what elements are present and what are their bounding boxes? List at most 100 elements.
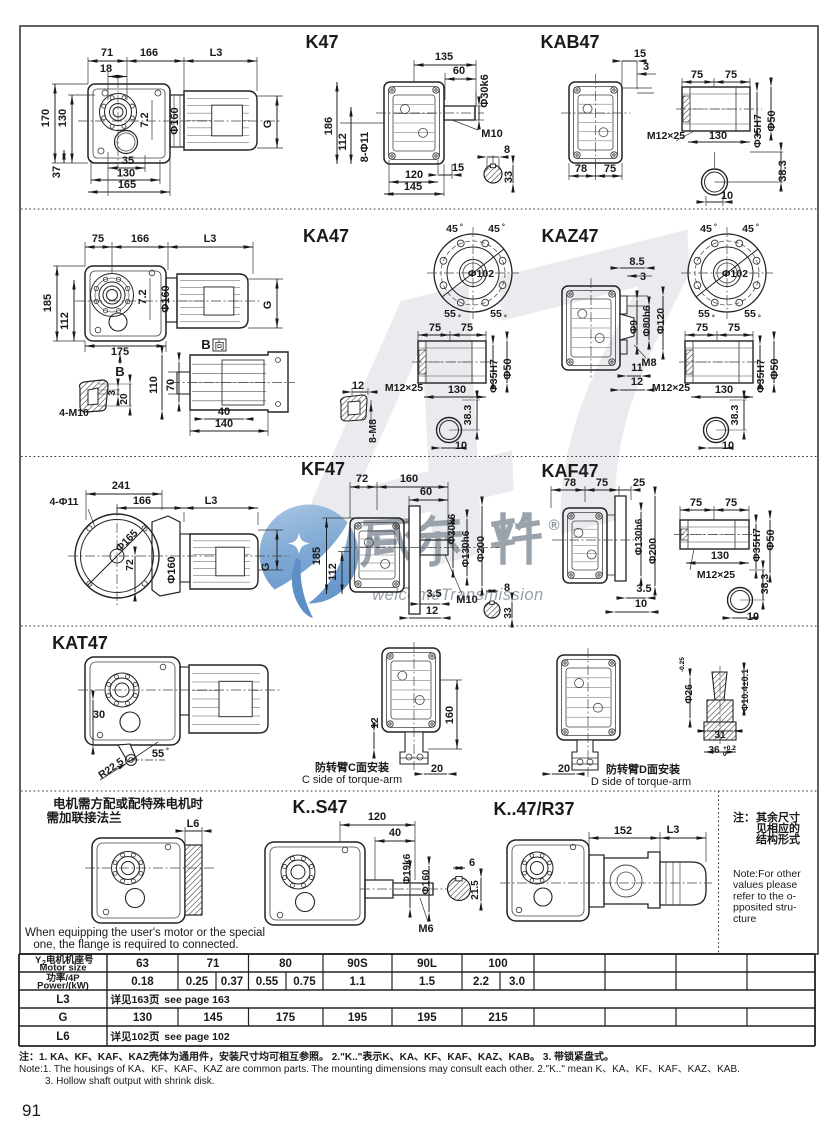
- svg-text:45: 45: [488, 223, 500, 235]
- svg-text:160: 160: [400, 473, 418, 485]
- svg-text:35: 35: [122, 155, 134, 167]
- svg-text:75: 75: [691, 69, 703, 81]
- svg-text:1.5: 1.5: [419, 976, 436, 988]
- svg-text:电机需方配或配特殊电机时: 电机需方配或配特殊电机时: [53, 796, 204, 811]
- svg-text:186: 186: [323, 117, 335, 135]
- svg-text:KF47: KF47: [301, 459, 345, 479]
- svg-text:详见102页: 详见102页: [110, 1030, 160, 1043]
- svg-text:2: 2: [42, 960, 46, 967]
- svg-text:°: °: [166, 747, 169, 755]
- svg-text:Φ10.4±0.1: Φ10.4±0.1: [740, 669, 750, 711]
- svg-text:Φ35H7: Φ35H7: [752, 114, 764, 148]
- svg-text:4-Φ11: 4-Φ11: [49, 496, 78, 508]
- svg-text:38.3: 38.3: [759, 574, 771, 595]
- svg-text:3: 3: [643, 61, 649, 73]
- svg-text:90L: 90L: [417, 958, 437, 970]
- svg-text:M6: M6: [418, 923, 433, 935]
- svg-text:Motor size: Motor size: [40, 963, 87, 974]
- svg-text:15: 15: [452, 162, 464, 174]
- svg-text:45: 45: [446, 223, 458, 235]
- svg-text:10: 10: [635, 598, 647, 610]
- svg-text:175: 175: [276, 1012, 296, 1024]
- svg-text:KA47: KA47: [303, 226, 349, 246]
- svg-text:+0.2: +0.2: [723, 745, 736, 752]
- svg-text:20: 20: [558, 763, 570, 775]
- svg-text:100: 100: [488, 958, 507, 970]
- svg-text:M10: M10: [481, 128, 502, 140]
- svg-text:20: 20: [431, 763, 443, 775]
- svg-text:3.5: 3.5: [636, 583, 651, 595]
- svg-text:0: 0: [723, 751, 727, 758]
- svg-text:L3: L3: [204, 233, 217, 245]
- svg-text:3.0: 3.0: [509, 976, 525, 988]
- svg-text:12: 12: [426, 605, 438, 617]
- svg-text:6: 6: [469, 857, 475, 869]
- svg-text:Note:For other: Note:For other: [733, 868, 801, 880]
- svg-text:130: 130: [448, 384, 466, 396]
- svg-text:71: 71: [101, 47, 113, 59]
- svg-text:10: 10: [747, 611, 759, 623]
- svg-text:Φ120: Φ120: [655, 308, 667, 334]
- svg-text:12: 12: [631, 376, 643, 388]
- svg-text:166: 166: [140, 47, 158, 59]
- svg-text:10: 10: [721, 190, 733, 202]
- svg-text:63: 63: [136, 958, 149, 970]
- svg-text:M8: M8: [641, 357, 656, 369]
- svg-text:130: 130: [117, 168, 135, 180]
- svg-text:Φ50: Φ50: [765, 529, 777, 550]
- svg-text:112: 112: [59, 312, 71, 330]
- svg-text:165: 165: [118, 179, 136, 191]
- svg-text:130: 130: [711, 550, 729, 562]
- svg-text:40: 40: [218, 406, 230, 418]
- svg-text:KAB47: KAB47: [540, 32, 599, 52]
- svg-text:140: 140: [215, 418, 233, 430]
- svg-text:75: 75: [690, 497, 702, 509]
- svg-text:70: 70: [165, 379, 177, 391]
- svg-text:55: 55: [744, 308, 756, 320]
- svg-text:Φ130h6: Φ130h6: [634, 518, 645, 555]
- svg-text:-0.25: -0.25: [679, 657, 686, 672]
- svg-text:75: 75: [92, 233, 104, 245]
- svg-text:one, the flange is required to: one, the flange is required to connected…: [33, 939, 238, 951]
- svg-text:40: 40: [389, 827, 401, 839]
- svg-text:B: B: [115, 364, 124, 379]
- svg-text:M12×25: M12×25: [697, 569, 735, 581]
- svg-text:see page 163: see page 163: [164, 994, 230, 1006]
- svg-text:241: 241: [112, 480, 130, 492]
- svg-text:Φ160: Φ160: [166, 556, 178, 583]
- svg-text:112: 112: [327, 563, 339, 581]
- svg-text:20: 20: [119, 393, 130, 405]
- svg-text:向: 向: [215, 339, 225, 352]
- svg-text:0.55: 0.55: [256, 976, 279, 988]
- svg-text:3.5: 3.5: [426, 588, 441, 600]
- svg-text:Φ200: Φ200: [647, 538, 659, 564]
- svg-text:G: G: [262, 301, 274, 310]
- svg-text:M10: M10: [456, 594, 477, 606]
- svg-text:30: 30: [93, 709, 105, 721]
- svg-text:160: 160: [444, 706, 456, 724]
- svg-text:130: 130: [57, 109, 69, 127]
- svg-text:Φ30k6: Φ30k6: [479, 74, 491, 108]
- svg-text:L6: L6: [56, 1031, 69, 1043]
- svg-text:75: 75: [429, 322, 441, 334]
- svg-text:其余尺寸: 其余尺寸: [756, 810, 800, 824]
- svg-text:Φ80h6: Φ80h6: [642, 305, 653, 336]
- svg-text:When equipping the user's moto: When equipping the user's motor or the s…: [25, 927, 265, 939]
- svg-text:see page 102: see page 102: [164, 1031, 230, 1043]
- svg-text:G: G: [260, 563, 272, 572]
- svg-text:55: 55: [698, 308, 710, 320]
- svg-text:166: 166: [131, 233, 149, 245]
- svg-text:Φ102: Φ102: [722, 268, 748, 280]
- svg-text:Φ50: Φ50: [502, 358, 514, 379]
- svg-text:78: 78: [564, 477, 576, 489]
- svg-text:Φ160: Φ160: [160, 285, 172, 312]
- svg-text:135: 135: [435, 51, 453, 63]
- svg-text:130: 130: [709, 130, 727, 142]
- svg-text:130: 130: [715, 384, 733, 396]
- svg-text:防转臂C面安装: 防转臂C面安装: [315, 760, 389, 774]
- svg-text:185: 185: [42, 294, 54, 312]
- svg-text:KAF47: KAF47: [541, 461, 598, 481]
- svg-text:0.75: 0.75: [293, 976, 316, 988]
- svg-text:功率/4P: 功率/4P: [46, 972, 80, 984]
- svg-text:215: 215: [488, 1012, 508, 1024]
